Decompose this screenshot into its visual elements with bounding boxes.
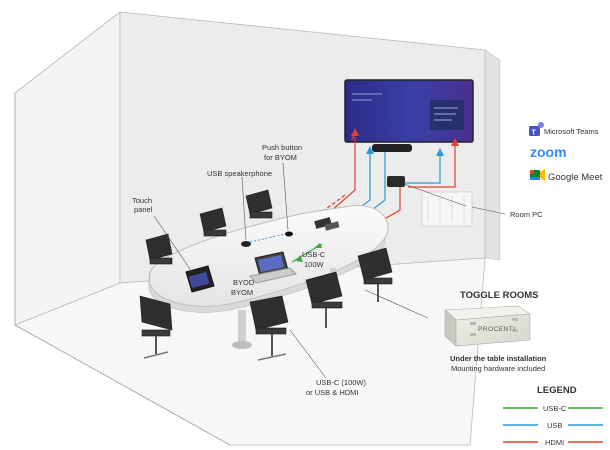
table-devices <box>185 217 340 293</box>
wall-radiator <box>421 191 473 227</box>
meet-label: Google Meet <box>548 172 603 183</box>
room-pc-box <box>387 176 405 187</box>
microsoft-teams-logo: T Microsoft Teams <box>529 122 599 137</box>
legend-label-hdmi: HDMI <box>545 438 564 447</box>
installation-caption: Under the table installation <box>450 354 547 363</box>
hdmi-run-1 <box>329 137 356 213</box>
legend: LEGEND USB-C USB HDMI <box>503 385 603 447</box>
push-button-label: for BYOM <box>264 153 297 162</box>
legend-label-usbc: USB-C <box>543 404 567 413</box>
chair <box>199 207 227 237</box>
speakerphone-device <box>241 241 251 247</box>
svg-text:T: T <box>532 130 537 137</box>
byod-label: BYOD <box>233 278 255 287</box>
display-content-panel <box>430 100 464 130</box>
bottom-cable-label: USB-C (100W) <box>316 378 367 387</box>
toggle-rooms-title: TOGGLE ROOMS <box>460 290 538 301</box>
legend-item-usb: USB <box>503 421 603 430</box>
zoom-logo: zoom <box>530 144 567 160</box>
floor-front-edge <box>14 324 231 446</box>
push-button-device <box>285 231 293 237</box>
google-meet-logo: Google Meet <box>530 169 603 183</box>
toggle-rooms-product: TOGGLE ROOMS PROCENTI Under the table in… <box>444 290 547 373</box>
usb-speakerphone-link <box>249 233 286 243</box>
legend-label-usb: USB <box>547 421 562 430</box>
platform-logos: T Microsoft Teams zoom Google Meet <box>529 122 603 183</box>
teams-label: Microsoft Teams <box>544 127 599 136</box>
video-bar <box>372 144 412 152</box>
legend-item-hdmi: HDMI <box>503 438 603 447</box>
hardware-caption: Mounting hardware included <box>451 364 545 373</box>
legend-title: LEGEND <box>537 385 577 396</box>
right-wall-edge <box>484 49 501 261</box>
byod-label: BYOM <box>231 288 253 297</box>
touch-panel-label: panel <box>134 205 153 214</box>
push-button-label: Push button <box>262 143 302 152</box>
table-edge <box>148 236 386 313</box>
usbc-100w-label: 100W <box>304 260 325 269</box>
chair <box>139 295 173 359</box>
back-left-wall <box>14 11 121 326</box>
hdmi-run-3 <box>408 142 456 188</box>
table-leg-1 <box>238 310 246 344</box>
chairs <box>139 189 393 361</box>
room-pc-label: Room PC <box>510 210 543 219</box>
usb-run-3 <box>405 152 441 184</box>
toggle-rooms-device: PROCENTI <box>444 305 531 347</box>
legend-item-usbc: USB-C <box>503 404 603 413</box>
text-labels: Touch panel USB speakerphone Push button… <box>132 143 543 397</box>
chair <box>249 295 289 361</box>
chair <box>357 247 393 302</box>
bottom-cable-label: or USB & HDMI <box>306 388 359 397</box>
device-brand: PROCENTI <box>478 326 516 333</box>
chair <box>245 189 273 219</box>
wall-display <box>344 79 474 187</box>
usb-speakerphone-label: USB speakerphone <box>207 169 272 178</box>
usbc-100w-label: USB-C <box>302 250 326 259</box>
chair <box>145 233 173 265</box>
label-pointers <box>153 162 506 379</box>
teams-icon <box>529 126 540 136</box>
chair <box>305 271 343 328</box>
touch-panel-label: Touch <box>132 196 152 205</box>
